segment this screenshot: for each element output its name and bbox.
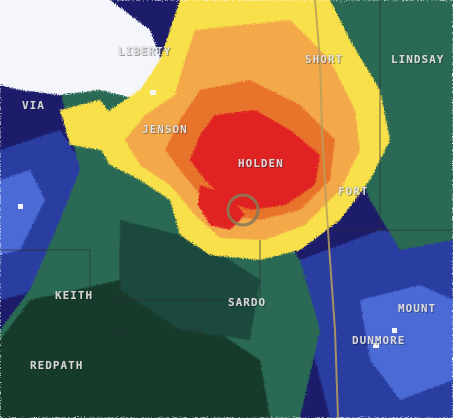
noise-specks: [18, 90, 397, 348]
town-label-mount: MOUNT: [398, 302, 437, 315]
reflectivity-lightblue-left: [0, 170, 45, 255]
town-label-keith: KEITH: [55, 289, 94, 302]
town-label-short: SHORT: [305, 53, 344, 66]
town-label-via: VIA: [22, 99, 45, 112]
town-label-sardo: SARDO: [228, 296, 267, 309]
town-label-jenson: JENSON: [142, 123, 188, 136]
clear-sky-region: [0, 0, 165, 100]
reflectivity-darkteal-center: [120, 220, 260, 340]
circle-marker: [226, 193, 260, 227]
town-label-dunmore: DUNMORE: [352, 334, 406, 347]
reflectivity-darkgreen-lower: [0, 280, 270, 418]
reflectivity-yellow-west: [60, 100, 120, 150]
reflectivity-red-hook: [198, 185, 245, 230]
highway-line: [314, 0, 339, 418]
town-label-redpath: REDPATH: [30, 359, 84, 372]
town-label-fort: FORT: [338, 185, 369, 198]
town-label-liberty: LIBERTY: [118, 45, 172, 58]
town-label-holden: HOLDEN: [238, 157, 284, 170]
town-label-lindsay: LINDSAY: [391, 53, 445, 66]
reflectivity-red-core: [190, 110, 320, 210]
reflectivity-lightblue-right: [360, 285, 453, 400]
